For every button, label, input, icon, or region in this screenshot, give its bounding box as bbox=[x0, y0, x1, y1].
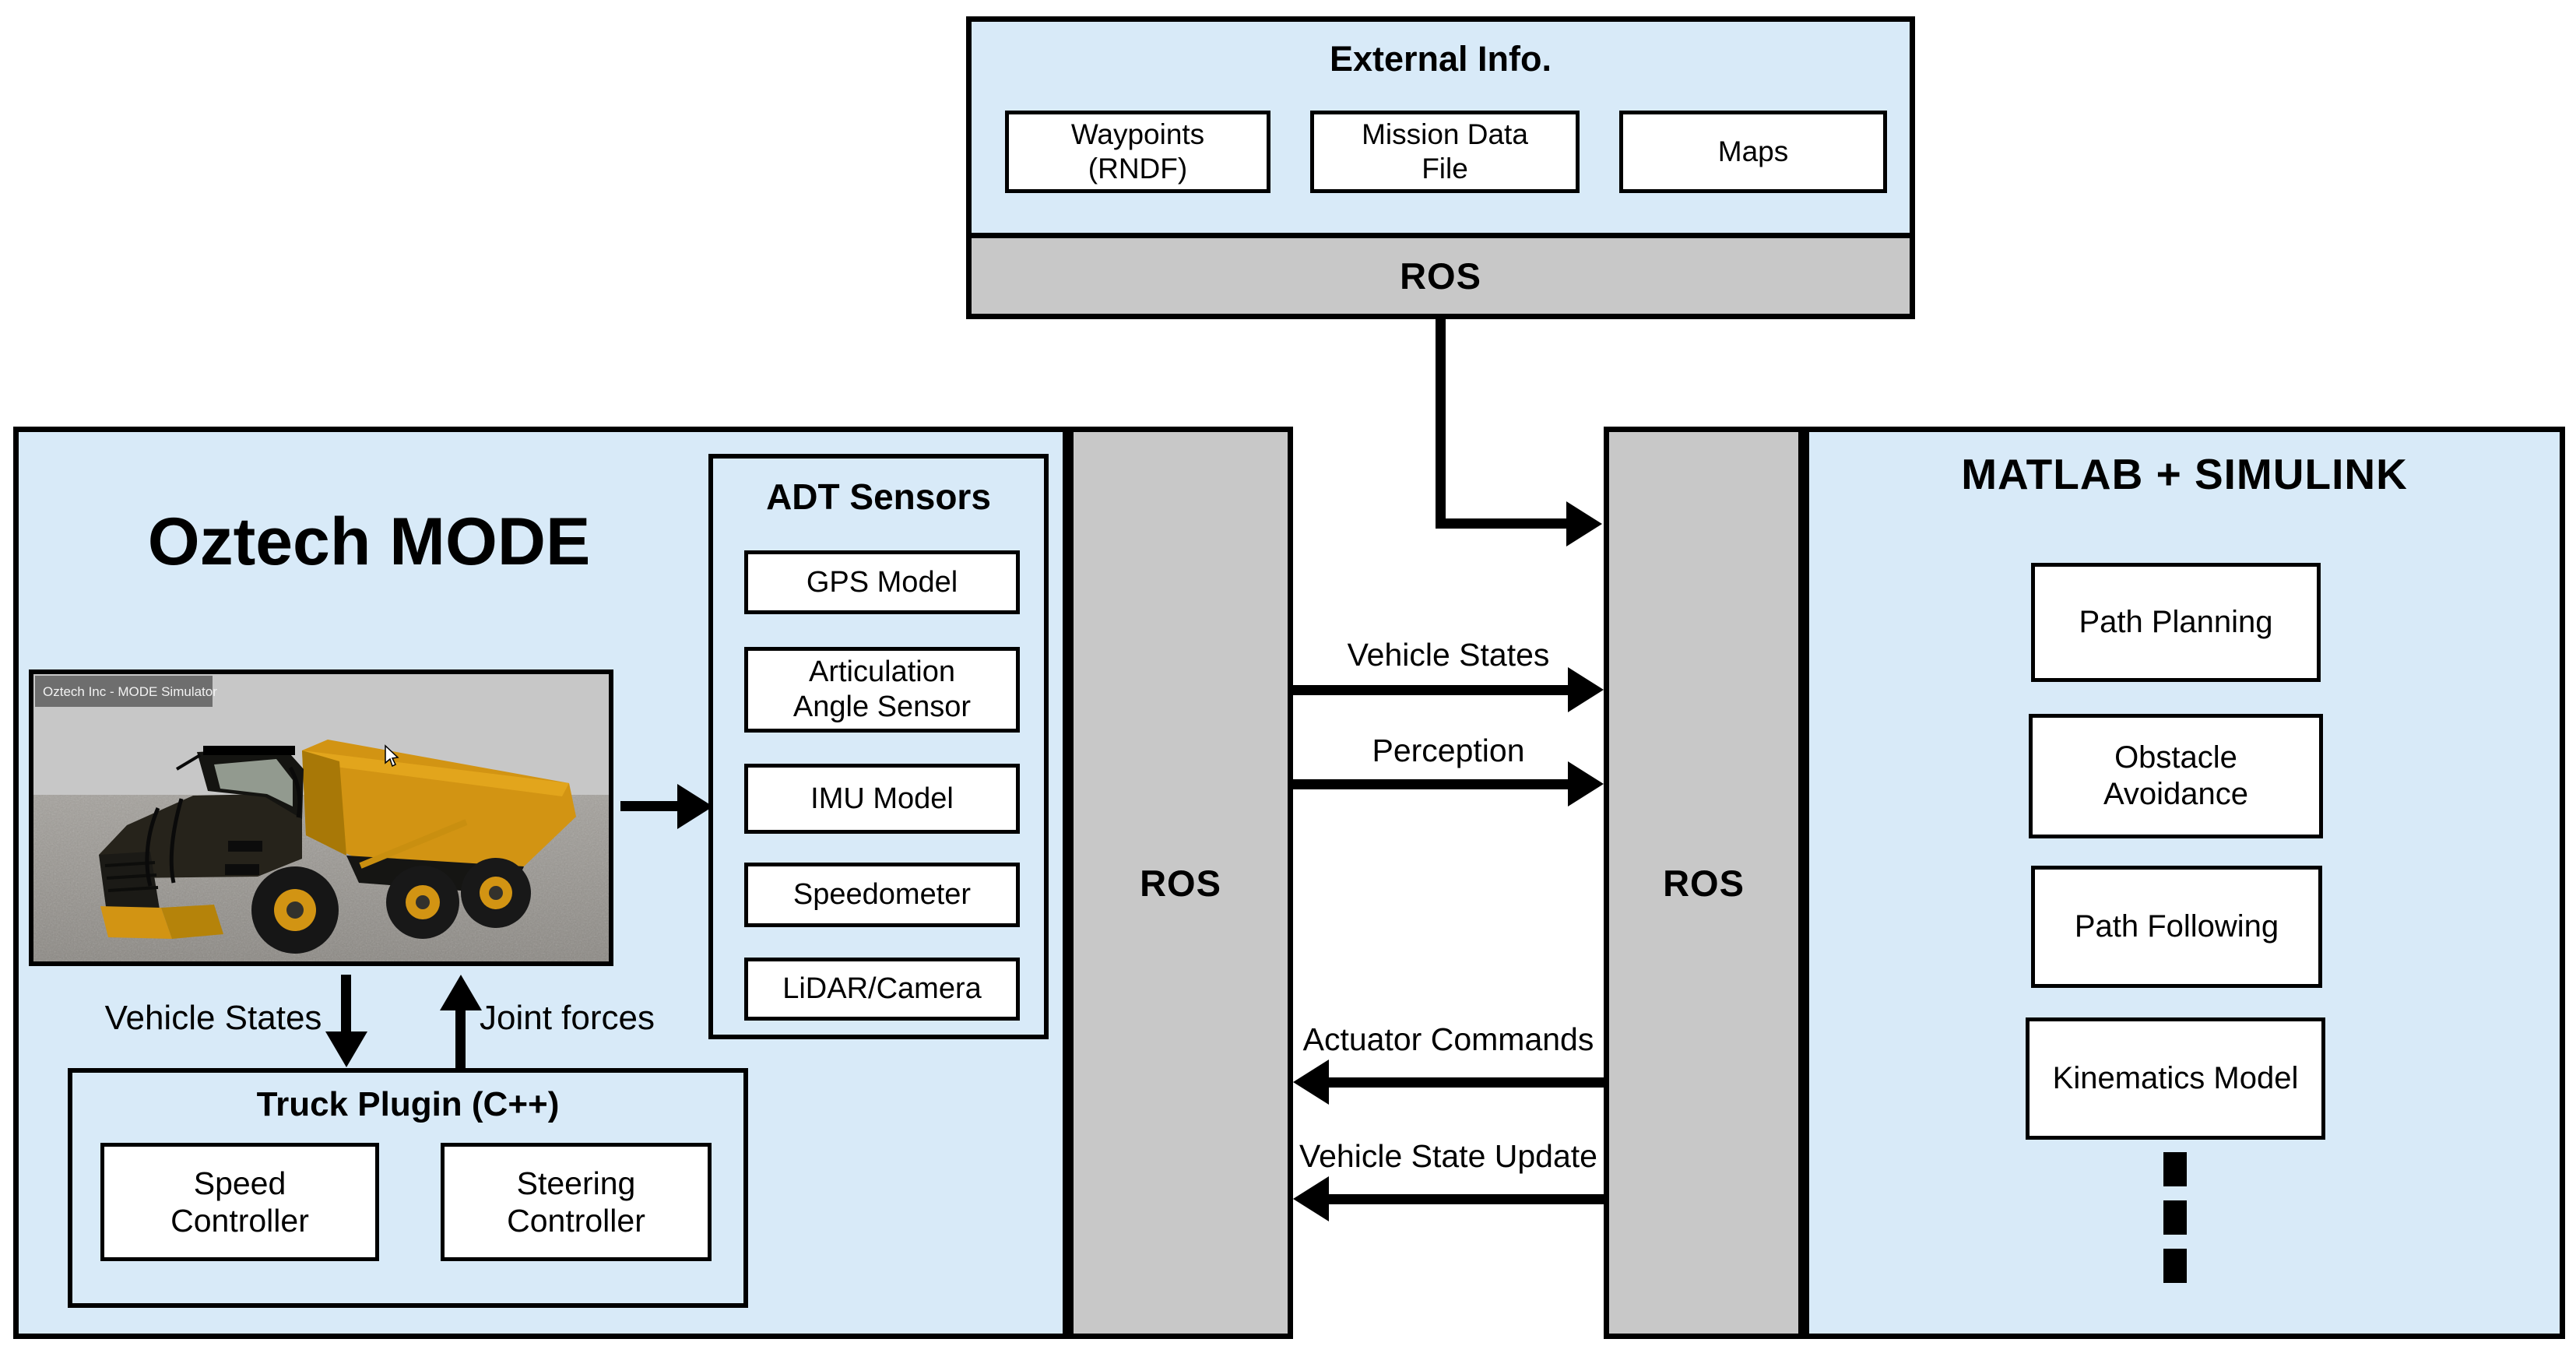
ros-bus-right-label: ROS bbox=[1663, 862, 1745, 904]
sim-to-sensors-shaft bbox=[620, 801, 679, 811]
flow-vehicle-state-update-label: Vehicle State Update bbox=[1299, 1138, 1597, 1174]
steering-controller-box: Steering Controller bbox=[441, 1143, 712, 1261]
speed-controller-box: Speed Controller bbox=[100, 1143, 379, 1261]
flow-vehicle-state-update-arrowhead-icon bbox=[1293, 1176, 1329, 1221]
flow-vehicle-states-arrowhead-icon bbox=[1568, 667, 1604, 712]
ros-bus-right: ROS bbox=[1604, 427, 1804, 1339]
external-to-ros-connector-vertical bbox=[1436, 318, 1446, 529]
flow-actuator-commands-arrowhead-icon bbox=[1293, 1060, 1329, 1105]
external-to-ros-connector-horizontal bbox=[1436, 518, 1568, 529]
joint-forces-label: Joint forces bbox=[480, 999, 655, 1037]
vehicle-states-label: Vehicle States bbox=[104, 999, 322, 1037]
ellipsis-dot-3 bbox=[2163, 1249, 2187, 1283]
matlab-item-kinematics-model: Kinematics Model bbox=[2026, 1017, 2325, 1140]
truck-plugin-box: Truck Plugin (C++) Speed Controller Stee… bbox=[68, 1068, 748, 1308]
matlab-simulink-panel: MATLAB + SIMULINK Path Planning Obstacle… bbox=[1804, 427, 2565, 1339]
sim-to-sensors-arrowhead-icon bbox=[677, 784, 713, 829]
ros-bus-left: ROS bbox=[1068, 427, 1293, 1339]
truck-render-illustration: Oztech Inc - MODE Simulator bbox=[33, 674, 609, 961]
sensor-lidar-camera: LiDAR/Camera bbox=[744, 958, 1020, 1021]
matlab-item-obstacle-avoidance: Obstacle Avoidance bbox=[2029, 714, 2323, 838]
oztech-mode-panel: Oztech MODE bbox=[13, 427, 1068, 1339]
flow-actuator-commands-label: Actuator Commands bbox=[1302, 1021, 1594, 1057]
flow-actuator-commands-shaft bbox=[1327, 1077, 1604, 1088]
joint-forces-up-arrowhead-icon bbox=[440, 975, 482, 1010]
sensor-gps-model: GPS Model bbox=[744, 550, 1020, 614]
simulator-screenshot: Oztech Inc - MODE Simulator bbox=[29, 669, 613, 966]
oztech-mode-title: Oztech MODE bbox=[147, 504, 591, 579]
sensor-articulation-angle: Articulation Angle Sensor bbox=[744, 647, 1020, 733]
external-item-waypoints: Waypoints (RNDF) bbox=[1005, 111, 1270, 193]
external-info-box: External Info. Waypoints (RNDF) Mission … bbox=[966, 16, 1915, 238]
sensor-imu-model: IMU Model bbox=[744, 764, 1020, 834]
mouse-cursor-icon bbox=[385, 744, 399, 768]
external-ros-bar: ROS bbox=[966, 233, 1915, 319]
external-to-ros-arrowhead-icon bbox=[1566, 501, 1602, 546]
external-ros-label: ROS bbox=[1400, 255, 1481, 297]
adt-sensors-title: ADT Sensors bbox=[766, 476, 991, 517]
vehicle-states-down-arrowhead-icon bbox=[325, 1031, 367, 1067]
adt-sensors-box: ADT Sensors GPS Model Articulation Angle… bbox=[708, 454, 1049, 1039]
truck-plugin-title: Truck Plugin (C++) bbox=[256, 1085, 560, 1123]
flow-perception-shaft bbox=[1293, 779, 1569, 789]
external-item-maps: Maps bbox=[1619, 111, 1887, 193]
flow-vehicle-states-shaft bbox=[1293, 685, 1569, 695]
matlab-item-path-following: Path Following bbox=[2031, 866, 2322, 988]
joint-forces-up-shaft bbox=[455, 1007, 466, 1069]
ros-bus-left-label: ROS bbox=[1140, 862, 1221, 904]
ellipsis-dot-1 bbox=[2163, 1152, 2187, 1186]
ellipsis-dot-2 bbox=[2163, 1200, 2187, 1235]
matlab-simulink-title: MATLAB + SIMULINK bbox=[1961, 450, 2408, 498]
external-info-title: External Info. bbox=[1329, 39, 1552, 79]
sensor-speedometer: Speedometer bbox=[744, 863, 1020, 927]
flow-vehicle-state-update-shaft bbox=[1327, 1194, 1604, 1204]
flow-perception-label: Perception bbox=[1372, 733, 1525, 768]
matlab-item-path-planning: Path Planning bbox=[2031, 563, 2321, 682]
flow-perception-arrowhead-icon bbox=[1568, 761, 1604, 807]
flow-vehicle-states-label: Vehicle States bbox=[1347, 637, 1550, 673]
vehicle-states-down-shaft bbox=[341, 975, 351, 1037]
external-item-mission-data-file: Mission Data File bbox=[1310, 111, 1580, 193]
simulator-window-title: Oztech Inc - MODE Simulator bbox=[43, 684, 217, 699]
